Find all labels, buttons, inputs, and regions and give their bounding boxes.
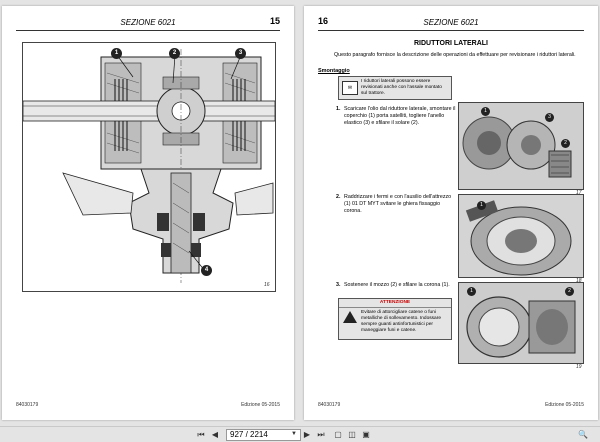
figure-number: 17 — [576, 190, 582, 196]
note-icon: ✉ — [342, 81, 358, 95]
photo-figure-18: 1 — [458, 194, 584, 278]
photo-callout: 1 — [477, 201, 486, 210]
step-text: Scaricare l'olio dal riduttore laterale,… — [344, 106, 456, 126]
step-text: Sostenere il mozzo (2) e sfilare la coro… — [344, 282, 450, 288]
photo-figure-17: 1 2 3 — [458, 102, 584, 190]
two-page-view-icon[interactable]: ◫ — [348, 430, 356, 439]
callout-2: 2 — [169, 48, 180, 59]
step-number: 1. — [336, 106, 341, 112]
footer-code: 84030179 — [16, 402, 39, 408]
cross-section-drawing — [23, 49, 275, 283]
page-number: 16 — [318, 16, 329, 26]
page-number: 15 — [269, 16, 280, 26]
pdf-viewer-toolbar: ⏮ ◀ 927 / 2214 ▼ ▶ ⏭ ▢ ◫ ▣ 🔍 — [0, 426, 600, 442]
step-number: 2. — [336, 194, 341, 200]
next-page-icon[interactable]: ▶ — [303, 430, 311, 439]
photo-ring-gear — [459, 283, 583, 363]
search-icon[interactable]: 🔍 — [578, 430, 588, 439]
warning-triangle-icon — [343, 311, 357, 323]
warning-title: ATTENZIONE — [339, 299, 451, 308]
chapter-title: RIDUTTORI LATERALI — [413, 40, 488, 47]
photo-callout: 2 — [565, 287, 574, 296]
subheading: Smontaggio — [318, 68, 350, 74]
first-page-icon[interactable]: ⏮ — [197, 430, 205, 439]
page-header: SEZIONE 6021 15 — [16, 16, 280, 31]
figure-number: 16 — [264, 282, 270, 288]
callout-3: 3 — [235, 48, 246, 59]
footer-code: 84030179 — [318, 402, 341, 408]
chevron-down-icon[interactable]: ▼ — [291, 431, 297, 437]
photo-callout: 3 — [545, 113, 554, 122]
photo-callout: 1 — [467, 287, 476, 296]
page-header: 16 SEZIONE 6021 — [318, 16, 584, 31]
callout-1: 1 — [111, 48, 122, 59]
figure-number: 18 — [576, 278, 582, 284]
callout-4: 4 — [201, 265, 212, 276]
section-title: SEZIONE 6021 — [423, 18, 479, 27]
right-page: 16 SEZIONE 6021 RIDUTTORI LATERALI Quest… — [304, 6, 598, 420]
step-text: Raddrizzare i fermi e con l'ausilio dell… — [344, 194, 452, 214]
left-page: SEZIONE 6021 15 — [2, 6, 294, 420]
photo-callout: 2 — [561, 139, 570, 148]
fullscreen-icon[interactable]: ▣ — [362, 430, 370, 439]
figure-number: 19 — [576, 364, 582, 370]
step-number: 3. — [336, 282, 341, 288]
note-text: I riduttori laterali possono essere revi… — [361, 79, 442, 96]
section-title: SEZIONE 6021 — [120, 18, 176, 27]
previous-page-icon[interactable]: ◀ — [211, 430, 219, 439]
photo-figure-19: 1 2 — [458, 282, 584, 364]
intro-paragraph: Questo paragrafo fornisce la descrizione… — [334, 52, 576, 58]
single-page-view-icon[interactable]: ▢ — [334, 430, 342, 439]
warning-text: Evitare di attorcigliare catene o funi m… — [361, 310, 441, 333]
footer-edition: Edizione 05-2015 — [545, 402, 584, 408]
last-page-icon[interactable]: ⏭ — [317, 430, 325, 439]
gearbox-cross-section-figure: 1 2 3 4 — [22, 42, 276, 292]
photo-callout: 1 — [481, 107, 490, 116]
footer-edition: Edizione 05-2015 — [241, 402, 280, 408]
warning-box: ATTENZIONE Evitare di attorcigliare cate… — [338, 298, 452, 340]
note-box: ✉ I riduttori laterali possono essere re… — [338, 76, 452, 100]
photo-ring-nut — [459, 195, 583, 277]
